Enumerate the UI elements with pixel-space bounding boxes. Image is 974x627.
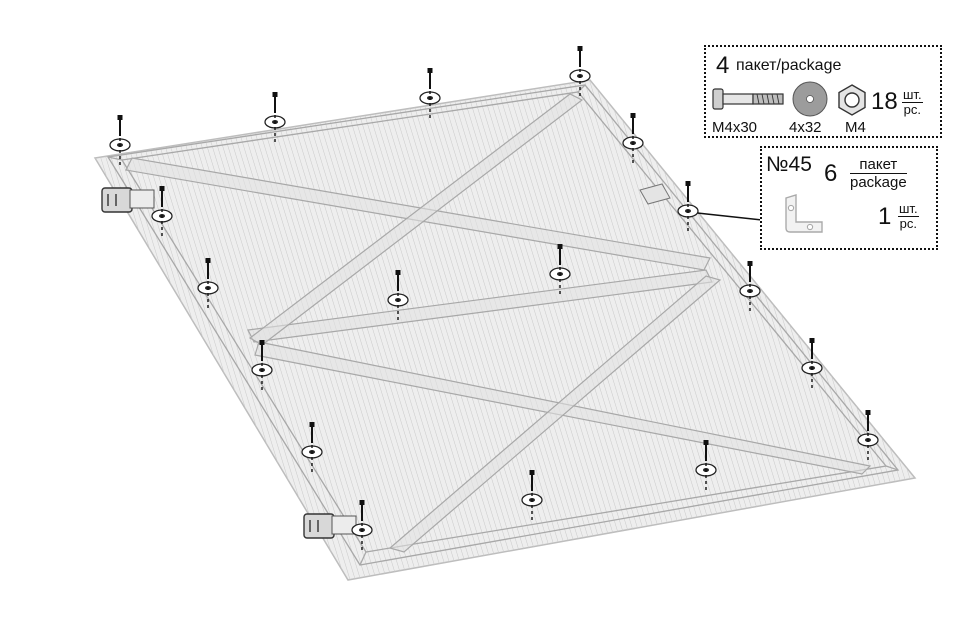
fastener-marker — [301, 422, 323, 472]
fastener-marker — [351, 500, 373, 550]
bracket-callout: №45 6 пакет package 1 шт. pc. — [760, 146, 938, 250]
bolt-package-count: 4 — [716, 52, 730, 79]
washer-part-label: 4x32 — [789, 119, 822, 136]
fastener-marker — [109, 115, 131, 165]
gate-crossbars — [125, 93, 872, 553]
washer-icon — [792, 81, 828, 117]
bolt-kit-callout: 4 пакет/package 18 шт. pc. M4x30 4x32 M4 — [704, 45, 942, 138]
fastener-marker — [197, 258, 219, 308]
bottom-hinge — [303, 513, 357, 539]
fastener-marker — [549, 244, 571, 294]
bolt-unit: шт. pc. — [902, 88, 923, 116]
nut-part-label: M4 — [845, 119, 866, 136]
nut-icon — [838, 84, 866, 116]
fastener-marker — [801, 338, 823, 388]
fastener-marker — [264, 92, 286, 142]
fastener-marker — [857, 410, 879, 460]
fastener-marker — [151, 186, 173, 236]
lock-plate — [639, 183, 671, 205]
fastener-marker — [569, 46, 591, 96]
bracket-package-count: 6 — [824, 160, 838, 187]
bracket-package-top: пакет — [850, 156, 907, 175]
gate-frame — [106, 84, 900, 566]
gate-panel — [93, 79, 917, 581]
bracket-quantity: 1 — [878, 203, 892, 230]
fastener-marker — [695, 440, 717, 490]
bolt-quantity: 18 — [871, 88, 898, 115]
bracket-unit: шт. pc. — [898, 202, 919, 230]
bolt-part-label: M4x30 — [712, 119, 758, 136]
bolt-unit-top: шт. — [902, 87, 923, 103]
bolt-unit-bottom: pc. — [903, 101, 921, 117]
fastener-marker — [677, 181, 699, 231]
fastener-marker — [622, 113, 644, 163]
fastener-marker — [419, 68, 441, 118]
top-hinge — [101, 187, 155, 213]
fastener-marker — [739, 261, 761, 311]
bracket-item-number: №45 — [766, 153, 812, 176]
bracket-package: пакет package — [850, 156, 907, 192]
bolt-icon — [712, 88, 784, 110]
angle-bracket-icon — [785, 194, 823, 233]
bracket-unit-bottom: pc. — [899, 215, 917, 231]
fastener-marker — [387, 270, 409, 320]
callout-leader-line — [687, 211, 763, 221]
bracket-package-bottom: package — [850, 174, 907, 192]
bolt-package-label: пакет/package — [736, 57, 842, 74]
fastener-marker — [251, 340, 273, 390]
fastener-layer — [109, 46, 879, 550]
fastener-marker — [521, 470, 543, 520]
bracket-unit-top: шт. — [898, 201, 919, 217]
